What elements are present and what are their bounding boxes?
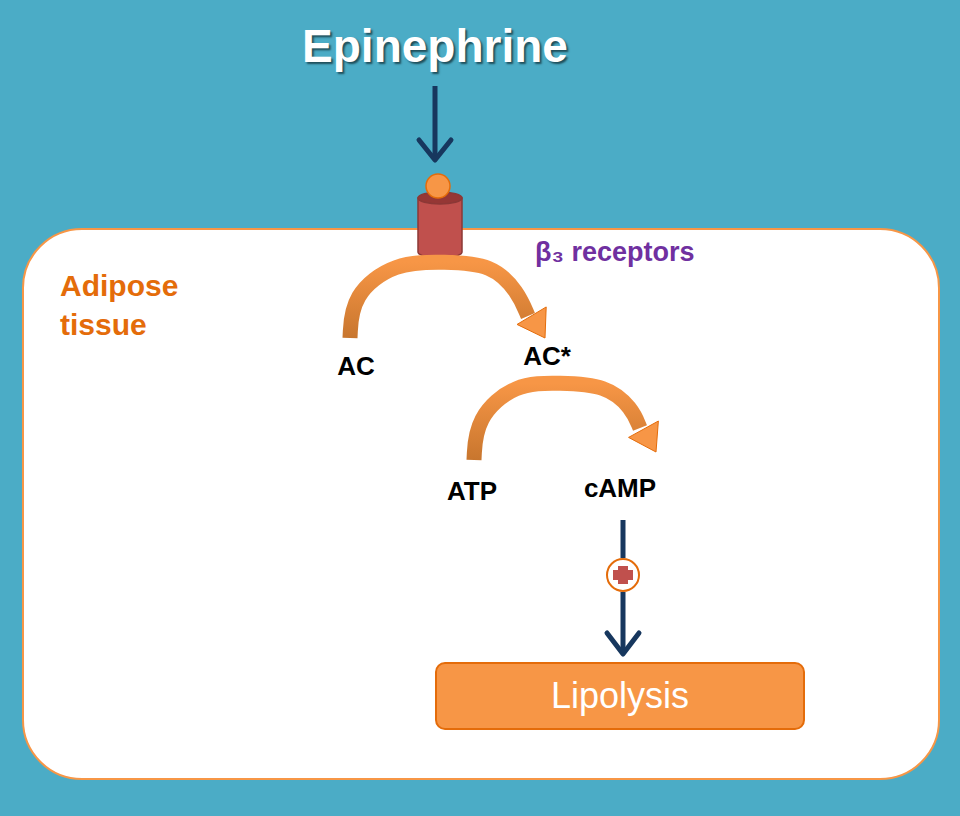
process-label: Lipolysis [551, 675, 689, 717]
signal-arrow [433, 86, 438, 158]
enzyme-label: AC [337, 351, 375, 382]
ligand-dot [426, 174, 450, 198]
enzyme-label: AC* [523, 341, 571, 372]
stimulation-symbol [607, 559, 639, 591]
conversion-arrow [474, 383, 658, 460]
arrow-head [419, 140, 451, 160]
activation-arrow [350, 262, 546, 338]
receptor-symbol [418, 192, 462, 258]
substrate-label: ATP [447, 476, 497, 507]
title: Epinephrine [302, 19, 568, 73]
receptor-label: β₃ receptors [535, 237, 695, 268]
region-label: Adipose tissue [60, 266, 220, 344]
signal-arrow [621, 592, 626, 650]
process-box: Lipolysis [435, 662, 805, 730]
signal-arrow [621, 520, 626, 558]
product-label: cAMP [584, 473, 656, 504]
arrow-head [607, 633, 639, 654]
